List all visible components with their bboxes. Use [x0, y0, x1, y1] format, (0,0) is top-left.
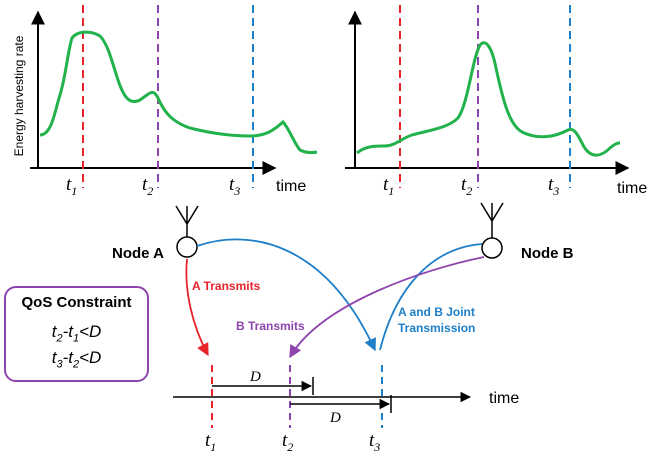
- joint-transmission-label-line1: A and B Joint: [398, 305, 475, 319]
- node-b-circle: [481, 237, 503, 259]
- timeline-x-axis-label: time: [489, 390, 519, 407]
- right-chart: t1 t2 t3 time: [345, 5, 647, 198]
- right-t3-label: t3: [548, 174, 559, 198]
- node-a: Node A: [112, 205, 199, 262]
- timeline-t2-label: t2: [282, 430, 293, 454]
- left-t3-label: t3: [229, 174, 240, 198]
- timeline: D D time t1 t2 t3: [173, 365, 519, 454]
- left-t1-label: t1: [66, 174, 77, 198]
- node-a-antenna-icon: [175, 205, 199, 237]
- a-transmits-arrow: [185, 258, 209, 357]
- left-y-axis-label: Energy harvesting rate: [12, 35, 26, 156]
- node-a-circle: [176, 236, 198, 258]
- b-transmits-label: B Transmits: [236, 319, 305, 333]
- node-a-label: Node A: [112, 245, 164, 262]
- left-chart: Energy harvesting rate t1 t2 t3 time: [12, 5, 318, 198]
- timeline-t3-label: t3: [369, 430, 380, 454]
- timeline-t1-label: t1: [205, 430, 216, 454]
- qos-constraint-line-1: t2-t1<D: [51, 322, 102, 345]
- joint-transmission-label-line2: Transmission: [398, 321, 475, 335]
- right-x-axis-label: time: [617, 180, 647, 197]
- d-interval-2-label: D: [329, 410, 341, 426]
- right-energy-curve: [356, 41, 621, 157]
- a-transmits-label: A Transmits: [192, 279, 261, 293]
- node-b: Node B: [480, 202, 574, 262]
- qos-constraint-title: QoS Constraint: [21, 294, 132, 311]
- left-energy-curve: [39, 30, 318, 155]
- node-b-antenna-icon: [480, 202, 504, 238]
- joint-transmission-arrow-a: [196, 238, 376, 352]
- joint-transmission-arrow-b: [379, 243, 483, 351]
- left-x-axis-label: time: [276, 178, 306, 195]
- right-t1-label: t1: [383, 174, 394, 198]
- d-interval-1-label: D: [249, 369, 261, 385]
- b-transmits-arrow: [289, 256, 485, 359]
- node-b-label: Node B: [521, 245, 574, 262]
- left-t2-label: t2: [142, 174, 153, 198]
- qos-constraint-line-2: t3-t2<D: [51, 348, 102, 371]
- right-t2-label: t2: [461, 174, 472, 198]
- qos-constraint-box: QoS Constraint t2-t1<D t3-t2<D: [4, 286, 149, 382]
